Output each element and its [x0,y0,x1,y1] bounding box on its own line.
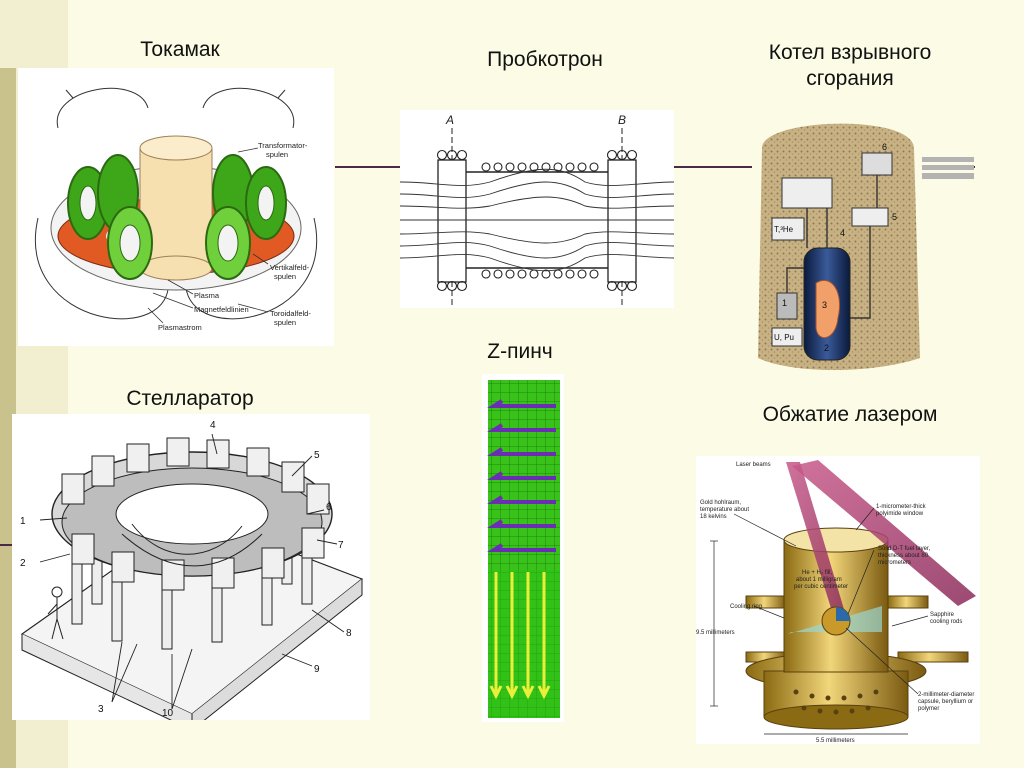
stellarator-num-4: 4 [210,420,216,431]
label-toroidal: Toroidalfeld- [270,309,311,318]
stellarator-num-7: 7 [338,540,344,551]
probkotron-diagram: A B [400,110,674,308]
title-tokamak: Токамак [140,38,220,61]
stellarator-num-5: 5 [314,450,320,461]
laser-label-hohlraum: Gold hohlraum, [700,500,741,506]
boiler-num-2: 2 [824,343,829,353]
boiler-num-1: 1 [782,298,787,308]
laser-label-window: 1-micrometer-thick [876,504,927,510]
label-plasmastrom: Plasmastrom [158,323,202,332]
laser-label-height: 9.5 millimeters [696,630,735,636]
laser-label-fuel-2: thickness about 80 [878,553,929,559]
boiler-upu: U, Pu [774,333,794,342]
laser-label-window-2: polyimide window [876,511,924,517]
laser-label-ring: Cooling ring [730,604,762,610]
laser-label-fill: He + H₂ fill, [802,570,833,576]
boiler-num-4: 4 [840,228,845,238]
boiler-he: T,³He [774,225,794,234]
title-stellarator: Стелларатор [126,387,254,410]
mirror-coils-top [436,149,638,172]
laser-label-fill-3: per cubic centimeter [794,584,848,590]
laser-label-beams: Laser beams [736,462,771,468]
title-boiler-line1: Котел взрывного [768,41,932,64]
stellarator-num-6: 6 [326,502,332,513]
laser-label-fuel-3: micrometers [878,560,911,566]
title-laser: Обжатие лазером [762,403,938,426]
title-boiler: Котел взрывного сгорания [720,40,980,92]
laser-label-hohlraum-2: temperature about [700,507,749,513]
title-boiler-line2: сгорания [806,67,894,90]
boiler-num-5: 5 [892,212,897,222]
label-toroidal-2: spulen [274,318,296,327]
stellarator-num-1: 1 [20,516,26,527]
laser-label-capsule-3: polymer [918,706,939,712]
laser-label-rods: Sapphire [930,612,955,618]
stellarator-num-3: 3 [98,704,104,715]
zpinch-diagram [482,374,564,722]
label-plasma: Plasma [194,291,220,300]
laser-diagram: Laser beams Gold hohlraum, temperature a… [696,456,980,744]
label-vertical-2: spulen [274,272,296,281]
stellarator-num-8: 8 [346,628,352,639]
stellarator-num-10: 10 [162,708,174,719]
label-a: A [445,113,454,127]
stellarator-num-9: 9 [314,664,320,675]
boiler-num-3: 3 [822,300,827,310]
label-transformer: Transformator- [258,141,308,150]
label-transformer-2: spulen [266,150,288,159]
laser-label-rods-2: cooling rods [930,619,962,625]
tokamak-diagram: Transformator- spulen Vertikalfeld- spul… [18,68,334,346]
laser-label-capsule-2: capsule, beryllium or [918,699,973,705]
magnetic-field-lines [400,168,674,272]
current-loops [487,399,556,552]
label-magnet: Magnetfeldlinien [194,305,249,314]
laser-label-width: 5.5 millimeters [816,738,855,744]
decorative-stripes [922,157,974,179]
stellarator-num-2: 2 [20,558,26,569]
boiler-num-6: 6 [882,142,887,152]
title-zpinch: Z-пинч [487,340,553,363]
stellarator-diagram: 1 2 3 4 5 6 7 8 9 10 [12,414,370,720]
title-probkotron: Пробкотрон [487,48,603,71]
boiler-diagram: 6 5 4 3 2 1 T,³He U, Pu [752,108,922,374]
current-arrows [489,572,551,700]
mirror-coils-bottom [436,269,638,292]
laser-label-capsule: 2-millimeter-diameter [918,692,974,698]
label-b: B [618,113,626,127]
label-vertical: Vertikalfeld- [270,263,310,272]
laser-label-fill-2: about 1 milligram [796,577,842,583]
laser-label-fuel: Solid D-T fuel layer, [878,546,931,552]
laser-label-hohlraum-3: 18 kelvins [700,514,727,520]
